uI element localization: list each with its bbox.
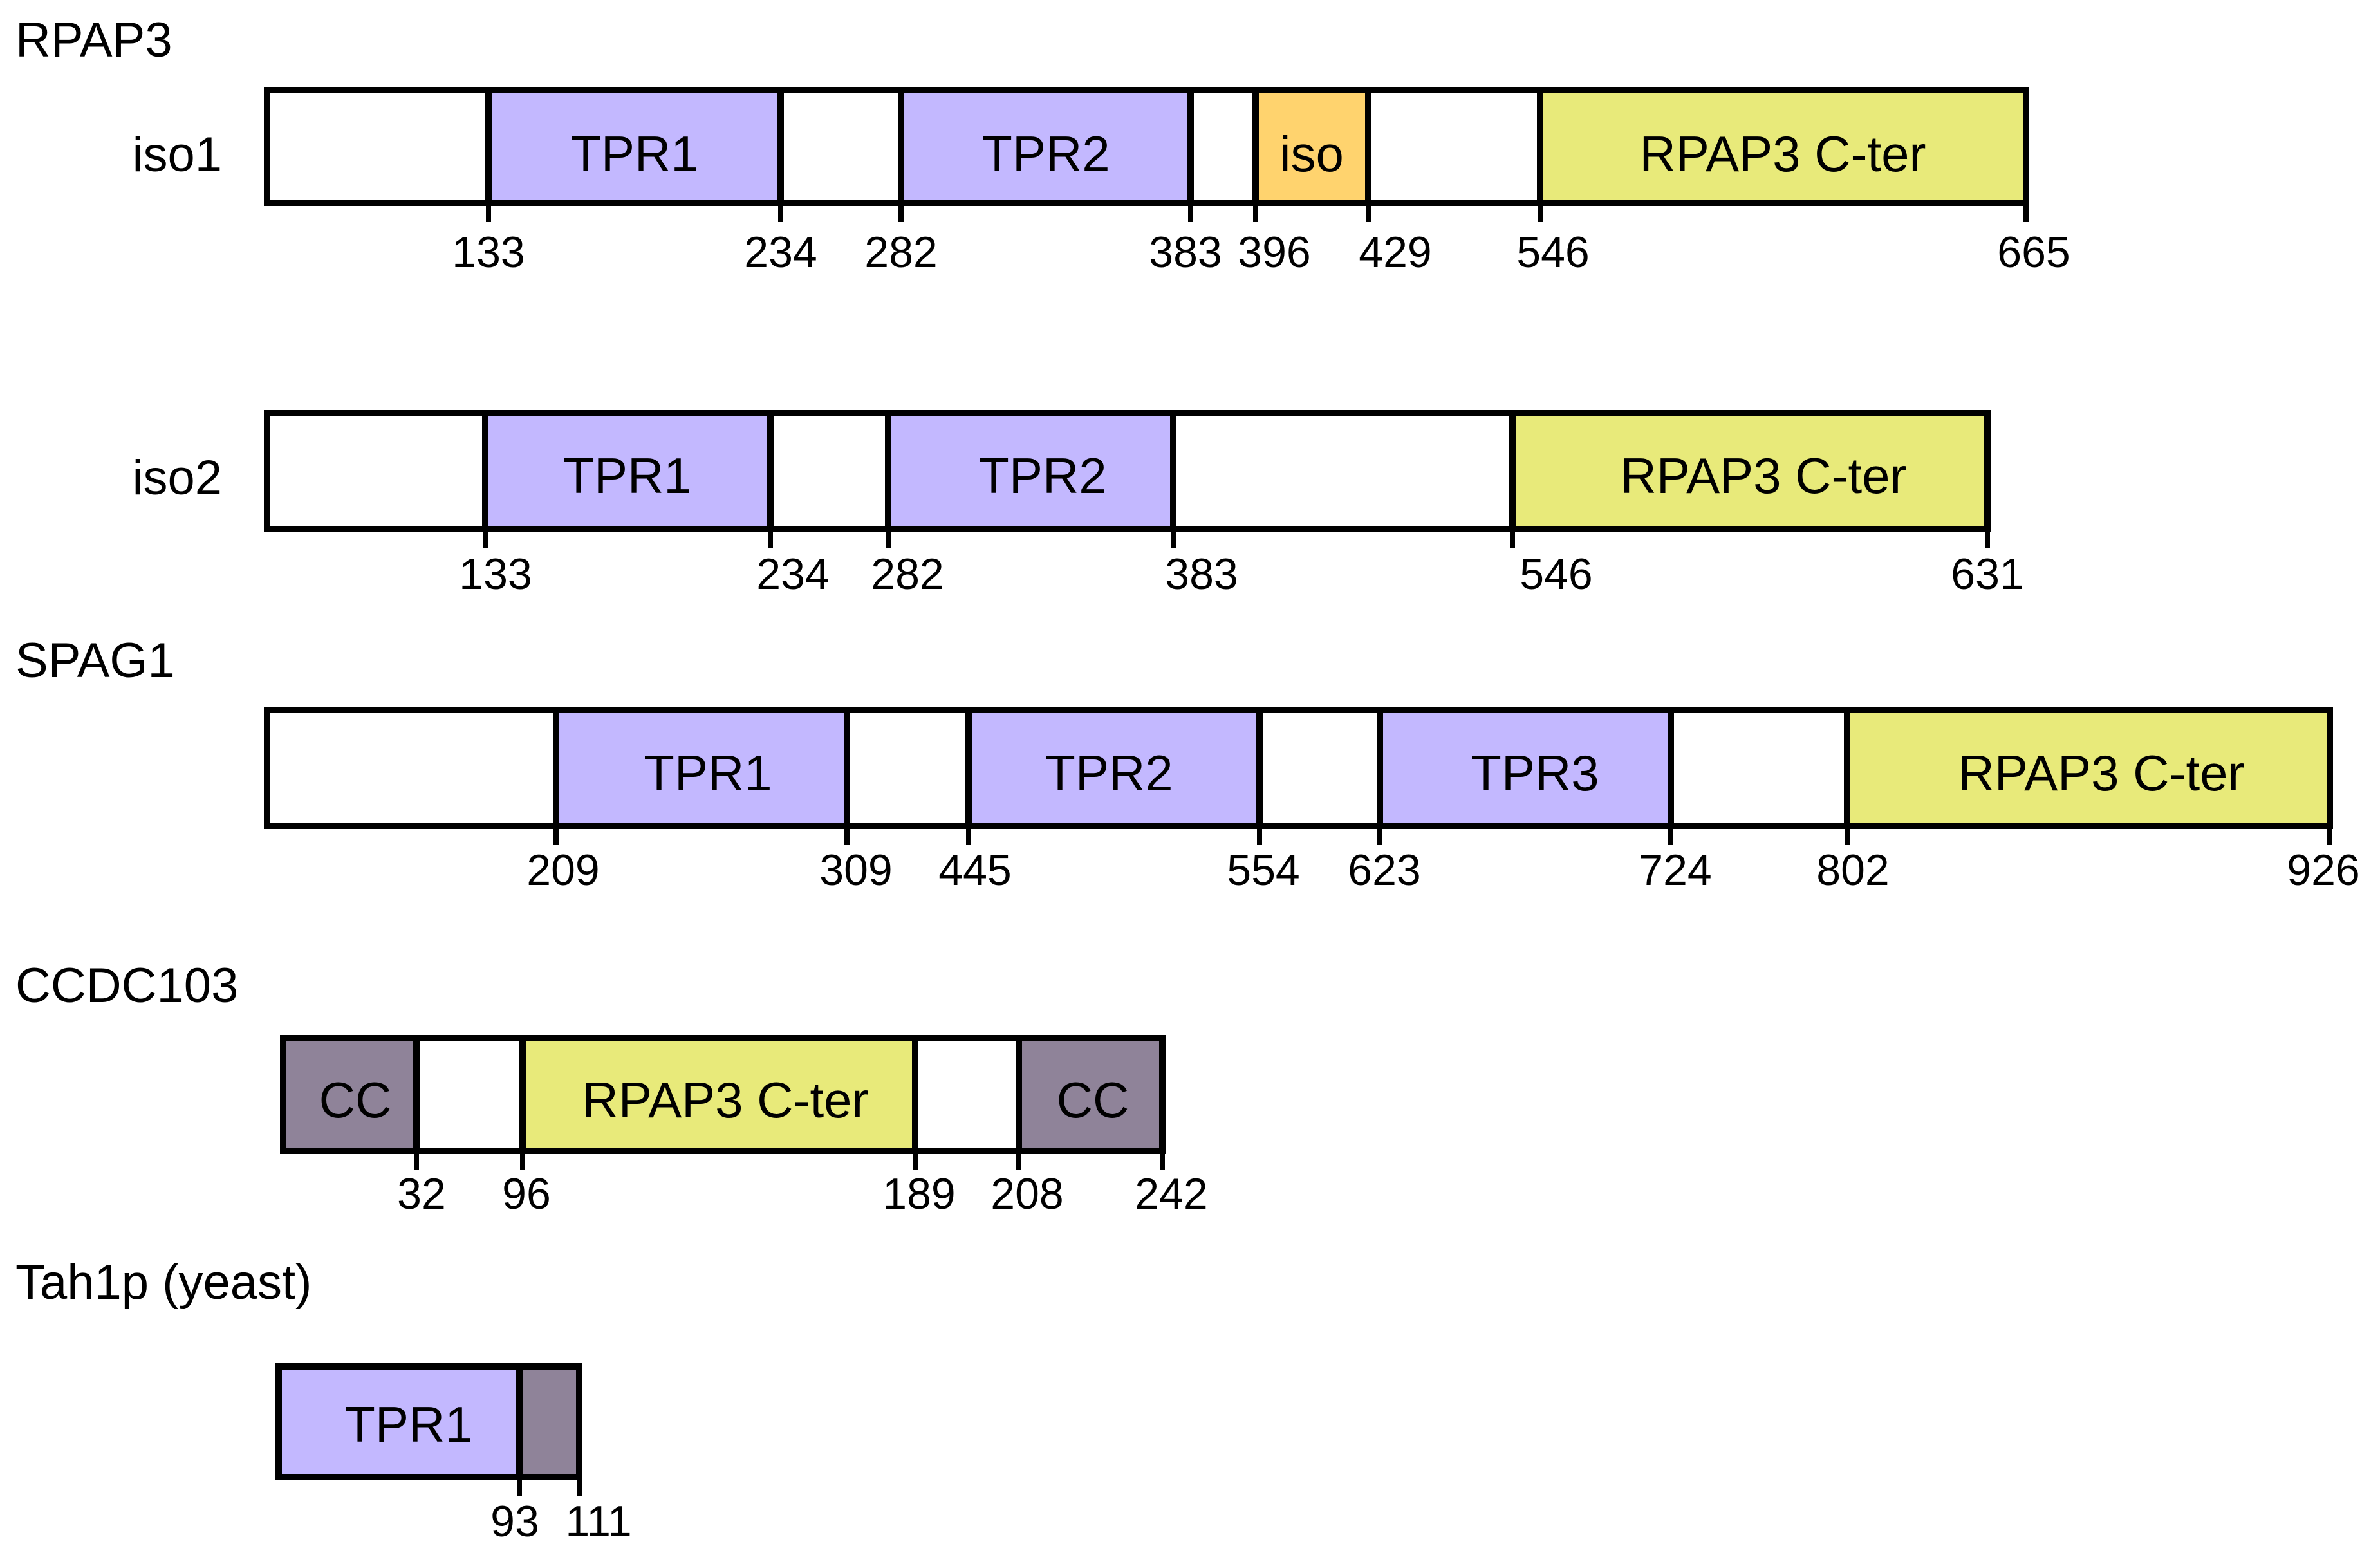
domain-tpr1 (275, 1363, 523, 1480)
position-label: 111 (565, 1497, 631, 1546)
domain-c-terminal-segment (516, 1363, 582, 1480)
isoform-label-iso2: iso2 (133, 451, 222, 505)
position-label: 209 (526, 846, 599, 895)
domain-tpr1 (553, 707, 850, 829)
position-label: 208 (990, 1169, 1063, 1218)
domain-label-cc: CC (1057, 1072, 1130, 1128)
protein-bar-spag1: TPR1 TPR2 TPR3 RPAP3 C-ter 209 309 445 5… (264, 707, 2360, 895)
domain-label-rpap3-c-ter: RPAP3 C-ter (1958, 745, 2245, 801)
domain-tpr2 (898, 87, 1194, 206)
domain-rpap3-c-ter (1537, 87, 2029, 206)
position-label: 724 (1639, 846, 1711, 895)
domain-tpr3 (1377, 707, 1674, 829)
domain-label-rpap3-c-ter: RPAP3 C-ter (1621, 447, 1907, 504)
position-label: 396 (1238, 228, 1310, 277)
position-label: 383 (1165, 550, 1238, 599)
position-label: 623 (1348, 846, 1420, 895)
position-label: 93 (490, 1497, 539, 1546)
position-label: 234 (744, 228, 817, 277)
protein-name-spag1: SPAG1 (15, 633, 175, 688)
position-label: 554 (1227, 846, 1299, 895)
position-label: 96 (502, 1169, 551, 1218)
position-label: 383 (1149, 228, 1222, 277)
position-label: 32 (397, 1169, 446, 1218)
protein-bar-tah1p: TPR1 93 111 (275, 1363, 632, 1546)
domain-label-tpr1: TPR1 (563, 447, 691, 504)
position-label: 445 (938, 846, 1011, 895)
domain-label-tpr2: TPR2 (1045, 745, 1173, 801)
position-label: 546 (1520, 550, 1592, 599)
position-label: 189 (882, 1169, 955, 1218)
domain-label-tpr1: TPR1 (344, 1396, 472, 1453)
domain-label-tpr2: TPR2 (978, 447, 1106, 504)
domain-tpr2 (885, 410, 1176, 532)
domain-label-rpap3-c-ter: RPAP3 C-ter (582, 1072, 869, 1128)
protein-name-rpap3: RPAP3 (15, 13, 172, 68)
domain-label-tpr1: TPR1 (644, 745, 772, 801)
position-label: 546 (1516, 228, 1589, 277)
protein-bar-rpap3-iso1: iso1 TPR1 TPR2 iso RPAP3 C-ter 133 234 2… (133, 87, 2070, 277)
domain-label-iso: iso (1279, 126, 1344, 182)
domain-label-cc: CC (319, 1072, 392, 1128)
domain-rpap3-c-ter (1509, 410, 1991, 532)
domain-label-tpr2: TPR2 (981, 126, 1110, 182)
position-label: 429 (1359, 228, 1431, 277)
protein-name-ccdc103: CCDC103 (15, 958, 238, 1013)
domain-cc-c-terminal (1016, 1035, 1166, 1154)
position-label: 234 (756, 550, 829, 599)
domain-cc-n-terminal (280, 1035, 420, 1154)
position-label: 631 (1951, 550, 2023, 599)
position-label: 282 (864, 228, 937, 277)
position-label: 309 (819, 846, 892, 895)
domain-rpap3-c-ter (1844, 707, 2333, 829)
protein-bar-rpap3-iso2: iso2 TPR1 TPR2 RPAP3 C-ter 133 234 282 3… (133, 410, 2024, 599)
domain-label-tpr1: TPR1 (570, 126, 698, 182)
domain-tpr2 (965, 707, 1263, 829)
position-label: 242 (1135, 1169, 1207, 1218)
position-label: 926 (2287, 846, 2359, 895)
protein-bar-ccdc103: CC RPAP3 C-ter CC 32 96 189 208 242 (280, 1035, 1208, 1218)
domain-label-tpr3: TPR3 (1471, 745, 1599, 801)
domain-tpr1 (485, 87, 784, 206)
protein-name-tah1p: Tah1p (yeast) (15, 1255, 311, 1310)
position-label: 133 (459, 550, 532, 599)
position-label: 133 (452, 228, 525, 277)
position-label: 802 (1816, 846, 1889, 895)
domain-rpap3-c-ter (519, 1035, 918, 1154)
isoform-label-iso1: iso1 (133, 127, 222, 182)
domain-label-rpap3-c-ter: RPAP3 C-ter (1640, 126, 1926, 182)
domain-tpr1 (482, 410, 774, 532)
domain-iso (1252, 87, 1371, 206)
position-label: 282 (871, 550, 944, 599)
position-label: 665 (1997, 228, 2070, 277)
